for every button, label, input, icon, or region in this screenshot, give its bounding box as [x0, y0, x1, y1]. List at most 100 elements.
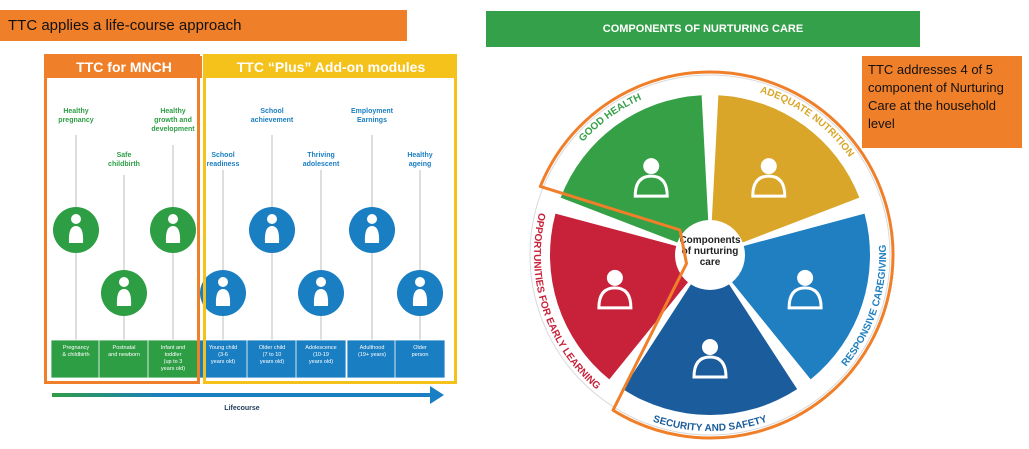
- milestone-label-line: Employment: [351, 108, 394, 115]
- person-body-icon: [364, 226, 380, 243]
- segment-icon-body: [787, 286, 823, 310]
- stage-label-line: (3-6: [218, 352, 228, 358]
- stage-label-line: & childbirth: [62, 352, 89, 358]
- lifecourse-axis-label: Lifecourse: [224, 405, 260, 412]
- stage-label-line: (up to 3: [164, 359, 183, 365]
- wheel-segment: [549, 213, 688, 380]
- milestone-label-line: readiness: [207, 161, 240, 168]
- person-body-icon: [215, 289, 231, 306]
- highlight-outline: [538, 70, 895, 440]
- milestone-label-line: Thriving: [307, 152, 335, 159]
- milestone-label: Healthy pregnancy: [58, 108, 94, 124]
- milestone-label-line: School: [260, 108, 283, 115]
- stage-box: [197, 339, 249, 379]
- ttc-note: TTC addresses 4 of 5 component of Nurtur…: [862, 56, 1022, 148]
- stage-label-line: Young child: [209, 345, 237, 351]
- person-head-icon: [415, 277, 425, 287]
- person-head-icon: [119, 277, 129, 287]
- stage-box: [394, 339, 446, 379]
- milestone-label-line: Healthy: [160, 108, 185, 115]
- segment-icon-head: [643, 158, 660, 175]
- milestone-label-line: Healthy: [63, 108, 88, 115]
- person-head-icon: [71, 214, 81, 224]
- stage-label-line: Older child: [259, 345, 285, 351]
- person-body-icon: [165, 226, 181, 243]
- milestone-label-line: development: [151, 126, 195, 133]
- milestone-label-line: achievement: [251, 117, 294, 124]
- milestone-label-line: childbirth: [108, 161, 140, 168]
- person-head-icon: [168, 214, 178, 224]
- wheel-center-label-line: Components: [679, 235, 741, 246]
- milestone-label-line: School: [211, 152, 234, 159]
- mnch-frame: [44, 54, 200, 384]
- person-head-icon: [367, 214, 377, 224]
- milestone-label-line: Earnings: [357, 117, 387, 124]
- stage-label-line: (19+ years): [358, 352, 386, 358]
- person-body-icon: [68, 226, 84, 243]
- stage-label-line: Postnatal: [113, 345, 136, 351]
- stage-label-line: Older: [413, 345, 427, 351]
- mnch-header: TTC for MNCH: [46, 56, 202, 78]
- stage-label-line: and newborn: [108, 352, 140, 358]
- plus-modules-frame: [203, 54, 457, 384]
- stage-label-line: years old): [161, 366, 185, 372]
- lifecourse-arrow-shaft: [52, 393, 432, 397]
- stage-label-line: person: [412, 352, 429, 358]
- stage-label-line: Adolescence: [305, 345, 337, 351]
- stage-label-line: toddler: [165, 352, 182, 358]
- stage-label-line: years old): [309, 359, 333, 365]
- plus-modules-header: TTC “Plus” Add-on modules: [206, 56, 456, 78]
- milestone-label: School achievement: [251, 108, 294, 124]
- segment-icon-body: [692, 355, 728, 379]
- stage-label-line: (7 to 10: [263, 352, 282, 358]
- stage-box: [98, 339, 150, 379]
- stage-label: Pregnancy& childbirth: [62, 345, 89, 358]
- segment-icon-body: [633, 174, 669, 198]
- segment-icon-body: [597, 286, 633, 310]
- person-body-icon: [412, 289, 428, 306]
- person-head-icon: [218, 277, 228, 287]
- segment-icon-head: [797, 269, 814, 286]
- life-course-banner: TTC applies a life-course approach: [0, 10, 407, 41]
- person-body-icon: [313, 289, 329, 306]
- wheel-segment: [711, 95, 860, 243]
- segment-icon-head: [702, 339, 718, 355]
- milestone-label-line: pregnancy: [58, 117, 94, 124]
- milestone-label: Safe childbirth: [108, 152, 140, 168]
- milestone-label-line: Safe: [117, 152, 132, 159]
- person-body-icon: [116, 289, 132, 306]
- stage-label-line: years old): [211, 359, 235, 365]
- segment-icon-head: [760, 158, 777, 175]
- stage-label-line: Pregnancy: [63, 345, 90, 351]
- segment-icon-head: [606, 269, 623, 286]
- milestone-label-line: growth and: [154, 117, 192, 124]
- stage-label-line: years old): [260, 359, 284, 365]
- milestone-label-line: Healthy: [407, 152, 432, 159]
- stage-box: [295, 339, 347, 379]
- segment-icon-body: [751, 174, 787, 198]
- milestone-label: Healthy growth and development: [151, 108, 195, 133]
- stage-box: [246, 339, 298, 379]
- wheel-segment: [732, 213, 871, 380]
- person-head-icon: [267, 214, 277, 224]
- person-head-icon: [316, 277, 326, 287]
- stage-label-line: Adulthood: [360, 345, 385, 351]
- milestone-label: School readiness: [207, 152, 240, 168]
- wheel-center-label-line: of nurturing: [682, 246, 739, 257]
- stage-box: [50, 339, 102, 379]
- stage-label: Adulthood(19+ years): [358, 345, 386, 358]
- stage-label-line: (10-19: [313, 352, 329, 358]
- stage-box: [147, 339, 199, 379]
- wheel-center-label-line: care: [700, 257, 721, 268]
- lifecourse-arrow-head: [430, 386, 444, 404]
